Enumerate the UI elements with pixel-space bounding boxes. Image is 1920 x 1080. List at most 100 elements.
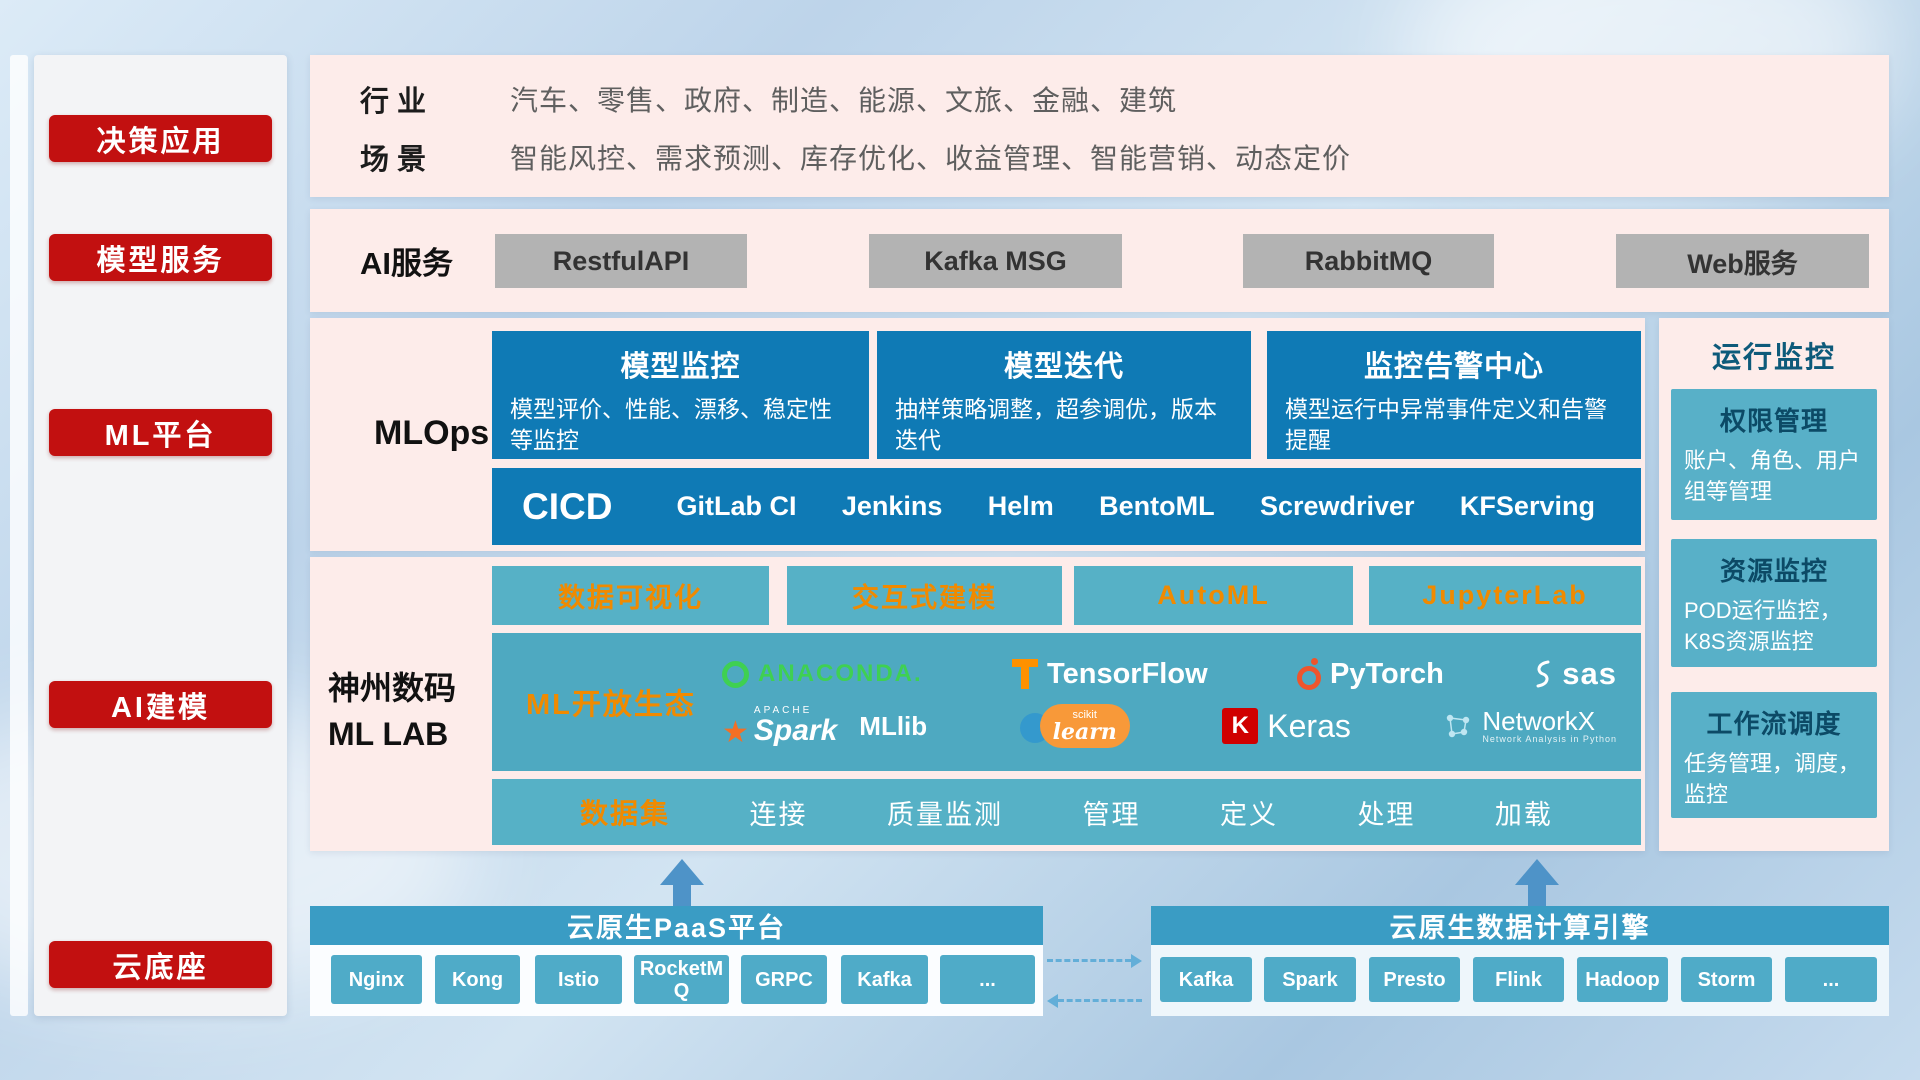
mlops-card-model-iteration: 模型迭代 抽样策略调整，超参调优，版本迭代	[877, 331, 1251, 459]
networkx-label: NetworkX	[1482, 705, 1596, 736]
keras-logo: K Keras	[1222, 708, 1351, 745]
card-desc: 抽样策略调整，超参调优，版本迭代	[895, 396, 1217, 454]
up-arrow-stem	[673, 883, 691, 906]
pytorch-logo: PyTorch	[1297, 658, 1444, 691]
section-ai-service: AI服务 RestfulAPI Kafka MSG RabbitMQ Web服务	[310, 209, 1889, 312]
ecosystem-logo-row: APACHE Spark MLlib scikit learn	[722, 704, 1617, 748]
ai-service-rabbitmq: RabbitMQ	[1243, 234, 1494, 288]
layer-sidebar: 决策应用 模型服务 ML平台 AI建模 云底座	[34, 55, 287, 1016]
cicd-tool-gitlab-ci: GitLab CI	[676, 491, 797, 521]
monitoring-card-resources: 资源监控 POD运行监控，K8S资源监控	[1671, 539, 1877, 667]
mlops-card-alert-center: 监控告警中心 模型运行中异常事件定义和告警提醒	[1267, 331, 1641, 459]
dataset-label: 数据集	[580, 798, 671, 829]
scikit-learn-badge: scikit learn	[1039, 704, 1130, 748]
dashed-connector-left	[1058, 999, 1142, 1002]
tensorflow-logo: TensorFlow	[1012, 658, 1208, 691]
lab-tool-jupyterlab: JupyterLab	[1369, 566, 1641, 625]
paas-chip-istio: Istio	[535, 955, 622, 1004]
ai-service-label: AI服务	[360, 246, 453, 281]
layer-label-cloud-base: 云底座	[49, 941, 272, 988]
cicd-tools: GitLab CI Jenkins Helm BentoML Screwdriv…	[676, 491, 1595, 522]
engine-chip-presto: Presto	[1369, 957, 1460, 1002]
monitoring-card-permissions: 权限管理 账户、角色、用户组等管理	[1671, 389, 1877, 520]
pytorch-icon	[1297, 658, 1321, 690]
paas-chip-more: ...	[940, 955, 1035, 1004]
scenario-value: 智能风控、需求预测、库存优化、收益管理、智能营销、动态定价	[510, 143, 1352, 174]
ml-lab-label-line1: 神州数码	[328, 670, 457, 706]
runtime-monitoring-title: 运行监控	[1711, 342, 1836, 374]
ml-lab-label: 神州数码 ML LAB	[328, 665, 456, 758]
scenario-label: 场景	[360, 144, 435, 176]
section-ml-lab: 神州数码 ML LAB 数据可视化 交互式建模 AutoML JupyterLa…	[310, 557, 1645, 851]
tensorflow-label: TensorFlow	[1047, 657, 1208, 690]
anaconda-label: ANACONDA.	[758, 660, 923, 687]
spark-label: Spark	[753, 714, 838, 747]
section-mlops: MLOps 模型监控 模型评价、性能、漂移、稳定性等监控 模型迭代 抽样策略调整…	[310, 318, 1645, 551]
card-title: 模型迭代	[1003, 351, 1124, 383]
card-desc: POD运行监控，K8S资源监控	[1684, 598, 1842, 654]
paas-chip-nginx: Nginx	[331, 955, 422, 1004]
card-title: 权限管理	[1719, 406, 1828, 436]
dataset-item-connect: 连接	[749, 799, 808, 830]
card-desc: 模型评价、性能、漂移、稳定性等监控	[510, 396, 832, 454]
engine-chip-more: ...	[1785, 957, 1877, 1002]
cicd-tool-helm: Helm	[987, 491, 1054, 521]
industry-row: 行业 汽车、零售、政府、制造、能源、文旅、金融、建筑	[360, 77, 1177, 121]
engine-chip-storm: Storm	[1681, 957, 1772, 1002]
ml-open-ecosystem-box: ML开放生态 ANACONDA. TensorFlow PyTorch	[492, 633, 1641, 771]
paas-chip-kafka: Kafka	[841, 955, 928, 1004]
spark-logo: APACHE Spark	[722, 706, 837, 746]
cicd-tool-bentoml: BentoML	[1099, 491, 1215, 521]
dashed-connector-right	[1047, 959, 1131, 962]
sas-swirl-icon	[1536, 660, 1550, 688]
ai-service-kafka-msg: Kafka MSG	[869, 234, 1122, 288]
layer-label-ml-platform: ML平台	[49, 409, 272, 456]
spark-apache-label: APACHE	[753, 705, 813, 716]
up-arrow-icon	[660, 859, 704, 885]
dataset-item-process: 处理	[1357, 799, 1416, 830]
cicd-bar: CICD GitLab CI Jenkins Helm BentoML Scre…	[492, 468, 1641, 545]
paas-platform-bar: 云原生PaaS平台	[310, 906, 1043, 945]
ecosystem-logos: ANACONDA. TensorFlow PyTorch sa	[722, 656, 1617, 748]
keras-label: Keras	[1267, 707, 1351, 744]
networkx-logo: NetworkX Network Analysis in Python	[1443, 707, 1617, 745]
dashed-arrow-left-icon	[1047, 994, 1058, 1008]
anaconda-logo: ANACONDA.	[722, 660, 923, 688]
dataset-item-define: 定义	[1219, 799, 1278, 830]
paas-chip-rocketmq: RocketMQ	[634, 955, 729, 1004]
sas-logo: sas	[1533, 656, 1617, 692]
ai-service-restfulapi: RestfulAPI	[495, 234, 747, 288]
ai-service-web: Web服务	[1616, 234, 1869, 288]
engine-chip-kafka: Kafka	[1160, 957, 1252, 1002]
mlops-card-model-monitoring: 模型监控 模型评价、性能、漂移、稳定性等监控	[492, 331, 869, 459]
industry-value: 汽车、零售、政府、制造、能源、文旅、金融、建筑	[510, 85, 1178, 116]
spark-text: APACHE Spark	[754, 706, 837, 746]
card-title: 资源监控	[1719, 556, 1828, 586]
spark-star-icon	[722, 719, 749, 746]
lab-tool-automl: AutoML	[1074, 566, 1353, 625]
mllib-label: MLlib	[859, 710, 928, 741]
engine-chip-hadoop: Hadoop	[1577, 957, 1668, 1002]
dashed-arrow-right-icon	[1131, 954, 1142, 968]
scikit-label: scikit	[1072, 708, 1097, 721]
networkx-icon	[1447, 714, 1470, 738]
dataset-item-quality: 质量监测	[886, 799, 1003, 830]
card-desc: 账户、角色、用户组等管理	[1684, 448, 1861, 504]
ml-lab-label-line2: ML LAB	[328, 716, 449, 753]
scikit-learn-logo: scikit learn	[1019, 704, 1130, 748]
lab-tool-interactive-modeling: 交互式建模	[787, 566, 1062, 625]
data-engine-bar: 云原生数据计算引擎	[1151, 906, 1889, 945]
pytorch-label: PyTorch	[1330, 657, 1444, 690]
tensorflow-icon	[1012, 659, 1039, 689]
sas-label: sas	[1562, 656, 1617, 691]
networkx-subtitle: Network Analysis in Python	[1482, 734, 1617, 745]
networkx-text: NetworkX Network Analysis in Python	[1482, 707, 1617, 745]
industry-label: 行业	[360, 86, 435, 118]
engine-chip-flink: Flink	[1473, 957, 1564, 1002]
cicd-label: CICD	[522, 485, 613, 527]
paas-chip-kong: Kong	[435, 955, 520, 1004]
anaconda-icon	[722, 660, 749, 688]
card-title: 工作流调度	[1706, 709, 1842, 739]
layer-label-ai-modeling: AI建模	[49, 681, 272, 728]
lab-tool-data-visualization: 数据可视化	[492, 566, 769, 625]
